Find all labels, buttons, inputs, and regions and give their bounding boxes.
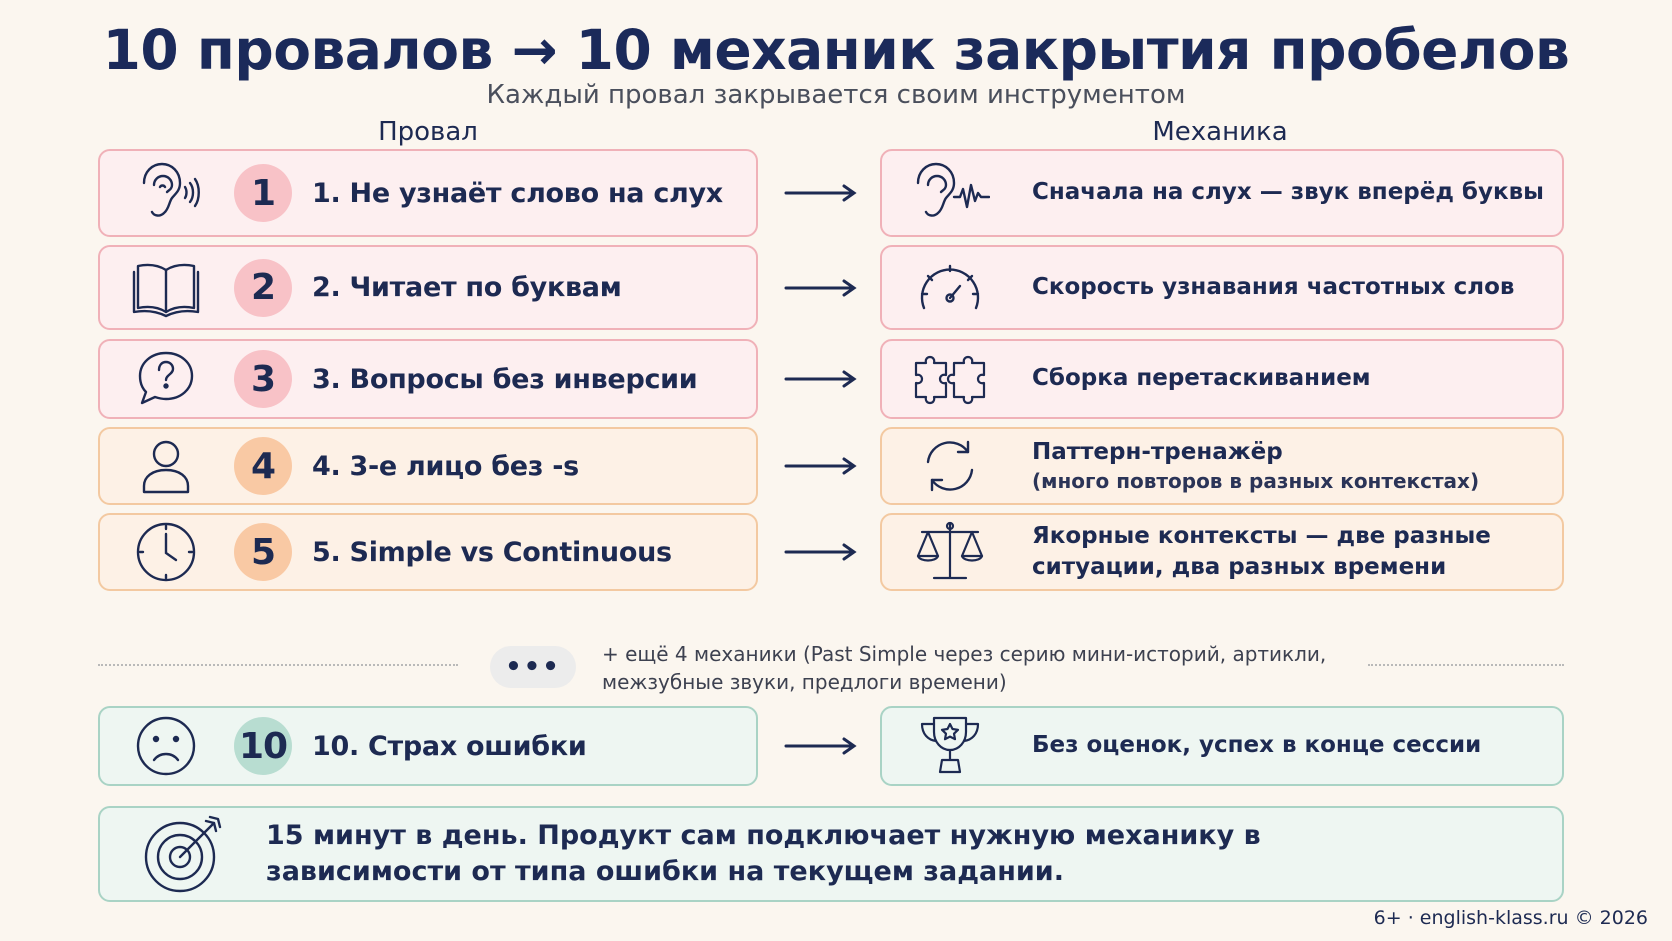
dotted-divider-left: [98, 664, 458, 666]
mechanic-card-1: Сначала на слух — звук вперёд буквы: [880, 149, 1564, 237]
arrow-right-icon: [784, 736, 858, 756]
number-badge: 4: [234, 437, 292, 495]
row-1: 1 1. Не узнаёт слово на слух Сначала на …: [98, 149, 1564, 237]
target-arrow-icon: [140, 811, 226, 897]
ear-sound-icon: [130, 157, 202, 229]
trophy-icon: [910, 710, 990, 782]
mechanic-label: Паттерн-тренажёр: [1032, 438, 1283, 465]
mechanic-sublabel: (много повторов в разных контекстах): [1032, 469, 1480, 494]
open-book-icon: [130, 252, 202, 324]
fail-card-5: 5 5. Simple vs Continuous: [98, 513, 758, 591]
arrow-right-icon: [784, 456, 858, 476]
fail-card-3: 3 3. Вопросы без инверсии: [98, 339, 758, 419]
fail-label: 4. 3-е лицо без -s: [312, 450, 579, 482]
row-10: 10 10. Страх ошибки Без оценок, успех в …: [98, 706, 1564, 786]
fail-label: 5. Simple vs Continuous: [312, 536, 672, 568]
mechanic-card-2: Скорость узнавания частотных слов: [880, 245, 1564, 330]
scales-icon: [910, 516, 990, 588]
footer-credit: 6+ · english-klass.ru © 2026: [1373, 907, 1648, 929]
column-header-fail: Провал: [378, 117, 478, 147]
row-5: 5 5. Simple vs Continuous Якорные контек…: [98, 513, 1564, 591]
ear-waveform-icon: [910, 157, 990, 229]
mechanic-card-10: Без оценок, успех в конце сессии: [880, 706, 1564, 786]
arrow-right-icon: [784, 183, 858, 203]
person-icon: [130, 430, 202, 502]
arrow-right-icon: [784, 369, 858, 389]
column-header-mechanic: Механика: [1152, 117, 1288, 147]
number-badge: 10: [234, 717, 292, 775]
speedometer-icon: [910, 252, 990, 324]
mechanic-card-5: Якорные контексты — две разные ситуации,…: [880, 513, 1564, 591]
puzzle-icon: [910, 343, 990, 415]
mechanic-label: Скорость узнавания частотных слов: [1032, 273, 1515, 300]
page-subtitle: Каждый провал закрывается своим инструме…: [486, 80, 1186, 110]
fail-label: 3. Вопросы без инверсии: [312, 363, 698, 395]
more-mechanics-note: ••• + ещё 4 механики (Past Simple через …: [98, 640, 1564, 700]
summary-text: 15 минут в день. Продукт сам подключает …: [266, 819, 1261, 887]
question-bubble-icon: [130, 343, 202, 415]
sad-face-icon: [130, 710, 202, 782]
fail-card-4: 4 4. 3-е лицо без -s: [98, 427, 758, 505]
mechanic-card-3: Сборка перетаскиванием: [880, 339, 1564, 419]
arrow-right-icon: [784, 278, 858, 298]
arrow-right-icon: [784, 542, 858, 562]
fail-card-10: 10 10. Страх ошибки: [98, 706, 758, 786]
mechanic-label: Якорные контексты — две разные: [1032, 522, 1491, 549]
fail-label: 10. Страх ошибки: [312, 730, 587, 762]
row-2: 2 2. Читает по буквам Скорость узнавания…: [98, 245, 1564, 330]
clock-icon: [130, 516, 202, 588]
row-4: 4 4. 3-е лицо без -s Паттерн-тренажёр (м…: [98, 427, 1564, 505]
number-badge: 5: [234, 523, 292, 581]
dotted-divider-right: [1368, 664, 1564, 666]
summary-banner: 15 минут в день. Продукт сам подключает …: [98, 806, 1564, 902]
more-mechanics-text: + ещё 4 механики (Past Simple через сери…: [602, 642, 1327, 694]
number-badge: 2: [234, 258, 292, 317]
mechanic-label-line2: ситуации, два разных времени: [1032, 554, 1447, 580]
row-3: 3 3. Вопросы без инверсии Сборка перетас…: [98, 339, 1564, 419]
mechanic-label: Сборка перетаскиванием: [1032, 365, 1371, 392]
fail-label: 2. Читает по буквам: [312, 272, 622, 303]
ellipsis-icon: •••: [490, 646, 576, 688]
mechanic-card-4: Паттерн-тренажёр (много повторов в разны…: [880, 427, 1564, 505]
mechanic-label: Без оценок, успех в конце сессии: [1032, 732, 1482, 759]
number-badge: 3: [234, 350, 292, 408]
number-badge: 1: [234, 164, 292, 222]
refresh-cycle-icon: [910, 430, 990, 502]
mechanic-label: Сначала на слух — звук вперёд буквы: [1032, 179, 1544, 206]
fail-label: 1. Не узнаёт слово на слух: [312, 177, 723, 209]
fail-card-2: 2 2. Читает по буквам: [98, 245, 758, 330]
fail-card-1: 1 1. Не узнаёт слово на слух: [98, 149, 758, 237]
page-title: 10 провалов → 10 механик закрытия пробел…: [102, 18, 1570, 82]
